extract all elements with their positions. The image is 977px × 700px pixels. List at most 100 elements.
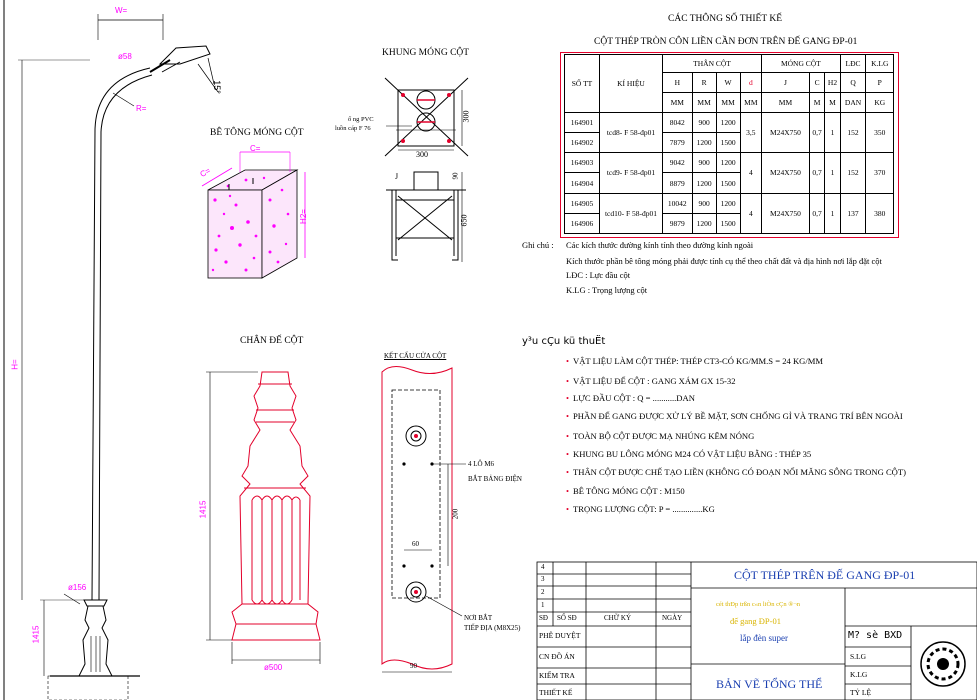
col-ldc: LĐC <box>839 54 867 73</box>
table-cell-q: 152 <box>839 152 867 194</box>
table-cell-h2: 1 <box>824 192 841 235</box>
pole-diameter-156: ø156 <box>68 583 87 592</box>
sub-h: H <box>662 72 693 93</box>
door-ground-2: TIẾP ĐỊA (M8X25) <box>464 624 521 632</box>
tb-thiet-ke: THIẾT KẾ <box>539 688 573 697</box>
door-dim-200: 200 <box>451 508 460 520</box>
col-klg: K.LG <box>865 54 894 73</box>
cast-iron-base <box>231 371 321 641</box>
tb-cn-do-an: CN ĐỒ ÁN <box>539 652 575 661</box>
rev-row-1: 1 <box>541 601 545 609</box>
unit-j: MM <box>761 92 810 113</box>
table-cell-d: 4 <box>739 152 763 194</box>
table-cell-r: 900 <box>691 192 717 214</box>
table-cell-j: M24X750 <box>761 192 810 235</box>
requirement-item: THÂN CỘT ĐƯỢC CHẾ TẠO LIỀN (KHÔNG CÓ ĐOẠ… <box>566 467 906 477</box>
table-cell-h: 8042 <box>662 111 693 134</box>
foundation-frame-plan <box>384 77 469 157</box>
unit-q: DAN <box>839 92 867 113</box>
pole-base-height: 1415 <box>31 625 41 644</box>
unit-c: M <box>808 92 826 113</box>
unit-h2: M <box>824 92 841 113</box>
sub-p: P <box>865 72 894 93</box>
tb-ty-le: TỶ LỆ <box>850 688 872 697</box>
door-structure <box>381 366 466 673</box>
door-holes-2: BẮT BẢNG ĐIỆN <box>468 475 522 483</box>
tb-kiem-tra: KIỂM TRA <box>539 671 575 680</box>
requirement-item: VẬT LIỆU ĐẾ CỘT : GANG XÁM GX 15-32 <box>566 376 735 386</box>
door-holes-1: 4 LỖ M6 <box>468 460 495 468</box>
page-title: CÁC THÔNG SỐ THIẾT KẾ <box>668 14 783 24</box>
requirement-item: KHUNG BU LÔNG MÓNG M24 CÓ VẬT LIỆU BẰNG … <box>566 449 811 459</box>
sub-w: W <box>715 72 741 93</box>
table-cell-d: 4 <box>739 192 763 235</box>
company-logo <box>920 641 966 687</box>
page-subtitle: CỘT THÉP TRÒN CÔN LIỀN CẦN ĐƠN TRÊN ĐẾ G… <box>594 37 858 47</box>
tb-sd: SĐ <box>539 614 548 622</box>
unit-r: MM <box>691 92 717 113</box>
base-height-dim: 1415 <box>198 500 208 519</box>
table-cell-h: 9042 <box>662 152 693 174</box>
tb-slg: S.LG <box>850 652 867 661</box>
tb-main-title: CỘT THÉP TRÊN ĐẾ GANG ĐP-01 <box>734 568 916 582</box>
table-cell-j: M24X750 <box>761 152 810 194</box>
table-cell-w: 1500 <box>715 212 741 235</box>
sub-j: J <box>761 72 810 93</box>
col-than: THÂN CỘT <box>661 54 763 73</box>
pole-diameter-58: ø58 <box>118 52 132 61</box>
notes-label: Ghi chú : <box>522 240 554 250</box>
rev-row-2: 2 <box>541 588 545 596</box>
unit-w: MM <box>715 92 741 113</box>
table-cell-kh: tcd9- F 58-đp01 <box>599 152 663 194</box>
requirement-item: TRỌNG LƯỢNG CỘT: P = ..............KG <box>566 504 715 514</box>
requirements-title: y³u cÇu kü thuËt <box>522 336 606 347</box>
table-cell-h: 9879 <box>662 212 693 235</box>
pvc-note-1: ố ng PVC <box>348 116 374 123</box>
tb-ngay: NGÀY <box>662 614 683 622</box>
table-cell-w: 1500 <box>715 132 741 154</box>
tb-faint-2: đế gang ĐP-01 <box>730 616 781 626</box>
table-cell-kh: tcd8- F 58-đp01 <box>599 111 663 154</box>
foundation-frame-side <box>386 171 466 262</box>
door-ground-1: NƠI BẮT <box>464 614 493 622</box>
tb-code: M? sè BXD <box>848 630 903 641</box>
frame-dim-650: 650 <box>459 214 469 227</box>
note-1: Các kích thước đường kính tính theo đườn… <box>566 240 754 250</box>
table-cell-p: 380 <box>865 192 894 235</box>
tb-klg: K.LG <box>850 670 868 679</box>
requirement-item: PHẦN ĐẾ GANG ĐƯỢC XỬ LÝ BỀ MẶT, SƠN CHỐN… <box>566 411 903 421</box>
requirement-item: VẬT LIỆU LÀM CỘT THÉP: THÉP CT3-CÓ KG/MM… <box>566 356 823 366</box>
table-cell-h2: 1 <box>824 111 841 154</box>
pole-height-label: H= <box>10 359 20 370</box>
tb-phe-duyet: PHÊ DUYỆT <box>539 631 581 640</box>
door-dim-60: 60 <box>412 540 419 548</box>
requirement-item: TOÀN BỘ CỘT ĐƯỢC MẠ NHÚNG KẼM NÓNG <box>566 431 754 441</box>
table-cell-c: 0,7 <box>808 192 826 235</box>
pvc-note-2: luồn cáp F 76 <box>335 125 371 132</box>
table-cell-stt: 164903 <box>564 152 600 174</box>
door-dim-90: 90 <box>410 662 417 670</box>
table-cell-w: 1200 <box>715 152 741 174</box>
unit-p: KG <box>865 92 894 113</box>
col-mong: MÓNG CỘT <box>761 54 841 73</box>
sub-q: Q <box>839 72 867 93</box>
pole-width-label: W= <box>115 6 128 15</box>
spec-table-border <box>560 52 899 238</box>
unit-h: MM <box>662 92 693 113</box>
table-cell-r: 1200 <box>691 212 717 235</box>
pole-angle-label: 15° <box>211 80 222 94</box>
tb-lamp: lắp đèn super <box>740 633 788 643</box>
table-cell-w: 1200 <box>715 111 741 134</box>
table-cell-p: 370 <box>865 152 894 194</box>
table-cell-j: M24X750 <box>761 111 810 154</box>
frame-dim-300-v: 300 <box>461 110 471 123</box>
sub-d: d <box>739 72 763 93</box>
col-stt: SỐ TT <box>564 54 600 113</box>
sub-h2: H2 <box>824 72 841 93</box>
base-title: CHÂN ĐẾ CỘT <box>240 336 304 346</box>
table-cell-kh: tcd10- F 58-đp01 <box>599 192 663 235</box>
frame-dim-300-h: 300 <box>416 150 428 159</box>
table-cell-stt: 164904 <box>564 172 600 194</box>
foundation-title: BÊ TÔNG MÓNG CỘT <box>210 128 304 138</box>
table-cell-h: 7879 <box>662 132 693 154</box>
